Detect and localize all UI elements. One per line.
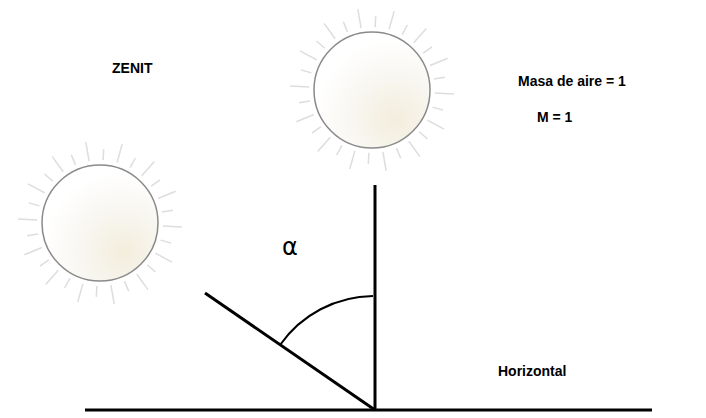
sun-ray: [301, 70, 312, 73]
sun-ray: [409, 141, 420, 156]
sun-ray: [374, 16, 376, 27]
sun-ray: [162, 210, 173, 212]
sun-ray: [86, 142, 89, 161]
sun-ray: [111, 285, 114, 304]
sun-ray: [312, 127, 321, 133]
sun-ray: [24, 248, 42, 255]
sun-ray: [28, 184, 45, 193]
sun-ray: [151, 180, 160, 186]
sun-ray-line: [205, 293, 375, 410]
sun-ray: [52, 156, 63, 171]
m-label: M = 1: [537, 110, 572, 125]
sun-ray: [299, 101, 310, 103]
sun-ray: [142, 162, 155, 176]
sun-ray: [158, 191, 176, 198]
sun-ray: [147, 265, 155, 272]
sun-ray: [397, 148, 401, 158]
sun-ray: [46, 270, 59, 284]
sun-ray: [78, 284, 83, 302]
sun-ray: [18, 219, 37, 220]
sun-ray: [324, 23, 335, 38]
sun-ray: [414, 29, 427, 43]
sun-ray: [45, 174, 53, 181]
sun-ray: [155, 253, 172, 262]
sun-ray: [419, 132, 427, 139]
sun-ray: [350, 151, 355, 169]
sun-ray: [317, 41, 325, 48]
horizon-line: [85, 409, 652, 412]
sun-ray: [434, 77, 445, 79]
sun-ray: [137, 274, 148, 289]
horizontal-label: Horizontal: [498, 364, 566, 379]
sun-ray: [130, 158, 135, 168]
sun-ray: [163, 226, 182, 227]
sun-ray: [368, 153, 370, 164]
sun-ray: [27, 234, 38, 236]
sun-ray: [337, 145, 342, 155]
sun-ray: [71, 155, 75, 165]
sun-ray: [161, 240, 172, 243]
sun-ray: [102, 149, 104, 160]
angle-label: α: [282, 234, 298, 260]
sun-ray: [430, 58, 448, 65]
sun-ray: [435, 93, 454, 94]
sun-ray: [117, 144, 122, 162]
zenith-label: ZENIT: [112, 61, 152, 76]
sun-ray: [96, 286, 98, 297]
angle-arc: [280, 296, 373, 345]
sun-ray: [296, 115, 314, 122]
sun-ray: [343, 22, 347, 32]
sun-zenith: [314, 32, 430, 148]
sun-ray: [423, 47, 432, 53]
zenith-line: [374, 185, 377, 410]
sun-low: [42, 165, 158, 281]
sun-rays: [18, 9, 454, 304]
air-mass-label: Masa de aire = 1: [518, 74, 626, 89]
sun-ray: [358, 9, 361, 28]
sun-ray: [290, 86, 309, 87]
sun-ray: [427, 120, 444, 129]
sun-ray: [383, 152, 386, 171]
sun-ray: [318, 137, 331, 151]
sun-ray: [29, 203, 40, 206]
sun-ray: [389, 11, 394, 29]
sun-ray: [65, 278, 70, 288]
sun-ray: [300, 51, 317, 60]
sun-ray: [402, 25, 407, 35]
sun-ray: [125, 281, 129, 291]
sun-ray: [40, 260, 49, 266]
sun-ray: [433, 107, 444, 110]
